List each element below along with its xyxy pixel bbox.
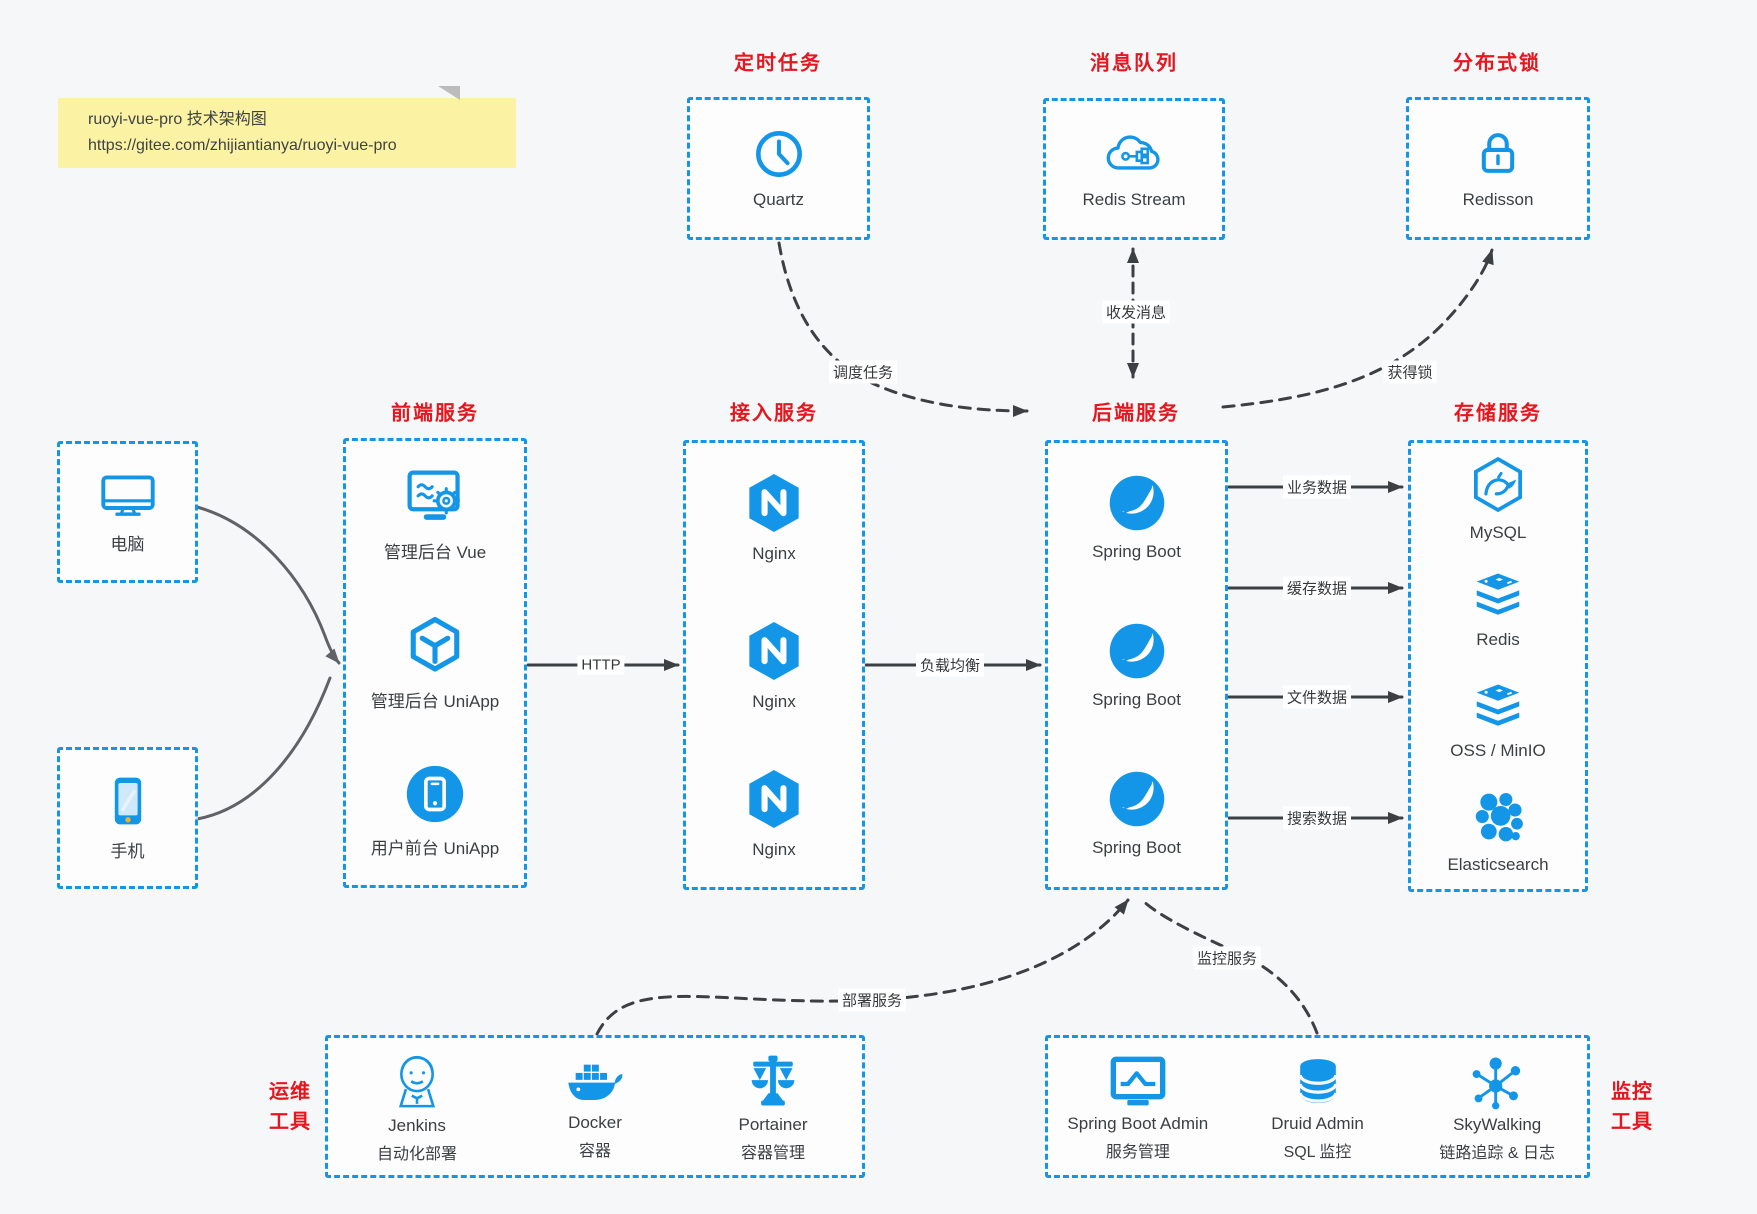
box-monitor-tools: Spring Boot Admin 服务管理 Druid Admin SQL 监… bbox=[1045, 1035, 1590, 1178]
node-elasticsearch: Elasticsearch bbox=[1411, 778, 1585, 890]
monitor-chart-icon bbox=[1107, 1054, 1169, 1110]
edge-pc-to-frontend bbox=[195, 505, 341, 665]
box-frontend: 管理后台 Vue 管理后台 UniApp 用户前台 UniApp bbox=[343, 438, 527, 888]
note-title: ruoyi-vue-pro 技术架构图 bbox=[88, 111, 267, 129]
box-storage: MySQL Redis bbox=[1408, 440, 1588, 892]
node-phone: 手机 bbox=[60, 750, 195, 886]
node-admin-vue: 管理后台 Vue bbox=[346, 441, 524, 589]
node-pc: 电脑 bbox=[60, 444, 195, 580]
node-redisson: Redisson bbox=[1409, 100, 1587, 237]
jenkins-icon bbox=[388, 1052, 446, 1112]
box-scheduler: Quartz bbox=[687, 97, 870, 240]
box-lock: Redisson bbox=[1406, 97, 1590, 240]
database-icon bbox=[1290, 1054, 1346, 1110]
elasticsearch-icon bbox=[1469, 791, 1527, 846]
edge-label-messages: 收发消息 bbox=[1101, 300, 1171, 324]
tool-portainer: Portainer 容器管理 bbox=[684, 1038, 862, 1175]
spring-boot-icon bbox=[1107, 769, 1167, 829]
tool-spring-boot-admin: Spring Boot Admin 服务管理 bbox=[1048, 1038, 1228, 1175]
cloud-stream-icon bbox=[1103, 129, 1165, 181]
title-mq: 消息队列 bbox=[1090, 52, 1178, 75]
nginx-icon bbox=[745, 471, 803, 535]
admin-console-icon bbox=[402, 467, 468, 529]
title-ops-tools: 运维 工具 bbox=[269, 1081, 311, 1133]
spring-boot-icon bbox=[1107, 473, 1167, 533]
edge-label-biz-data: 业务数据 bbox=[1282, 475, 1352, 499]
note-fold-corner bbox=[438, 86, 460, 100]
box-backend: Spring Boot Spring Boot Spring Boot bbox=[1045, 440, 1228, 890]
node-nginx-3: Nginx bbox=[686, 739, 862, 887]
node-redis: Redis bbox=[1411, 555, 1585, 667]
box-phone: 手机 bbox=[57, 747, 198, 889]
title-monitor-tools: 监控 工具 bbox=[1611, 1081, 1653, 1133]
edge-label-load-balance: 负载均衡 bbox=[915, 653, 985, 677]
mobile-app-circle-icon bbox=[404, 763, 466, 825]
docker-icon bbox=[563, 1055, 627, 1109]
box-mq: Redis Stream bbox=[1043, 98, 1225, 240]
title-storage: 存储服务 bbox=[1454, 402, 1542, 425]
title-lock: 分布式锁 bbox=[1453, 52, 1541, 75]
node-nginx-1: Nginx bbox=[686, 443, 862, 591]
note-url: https://gitee.com/zhijiantianya/ruoyi-vu… bbox=[88, 137, 397, 154]
mysql-icon bbox=[1467, 455, 1529, 514]
edge-label-file-data: 文件数据 bbox=[1282, 685, 1352, 709]
title-frontend: 前端服务 bbox=[391, 402, 479, 425]
nginx-icon bbox=[745, 619, 803, 683]
edge-label-cache-data: 缓存数据 bbox=[1282, 576, 1352, 600]
phone-icon bbox=[104, 774, 152, 828]
title-backend: 后端服务 bbox=[1092, 402, 1180, 425]
edge-label-acquire-lock: 获得锁 bbox=[1383, 360, 1437, 384]
node-mysql: MySQL bbox=[1411, 443, 1585, 555]
node-springboot-2: Spring Boot bbox=[1048, 591, 1225, 739]
box-pc: 电脑 bbox=[57, 441, 198, 583]
tool-docker: Docker 容器 bbox=[506, 1038, 684, 1175]
node-springboot-1: Spring Boot bbox=[1048, 443, 1225, 591]
node-user-uniapp: 用户前台 UniApp bbox=[346, 737, 524, 885]
edge-deploy-service bbox=[595, 898, 1130, 1036]
edge-schedule-task bbox=[777, 241, 1029, 417]
title-scheduler: 定时任务 bbox=[734, 52, 822, 75]
node-quartz: Quartz bbox=[690, 100, 867, 237]
object-storage-icon bbox=[1468, 682, 1528, 732]
box-ops-tools: Jenkins 自动化部署 Docker 容器 bbox=[325, 1035, 865, 1178]
edge-label-schedule: 调度任务 bbox=[828, 360, 898, 384]
box-gateway: Nginx Nginx Nginx bbox=[683, 440, 865, 890]
tool-jenkins: Jenkins 自动化部署 bbox=[328, 1038, 506, 1175]
edge-label-deploy: 部署服务 bbox=[837, 988, 907, 1012]
redis-icon bbox=[1468, 571, 1528, 621]
node-redis-stream: Redis Stream bbox=[1046, 101, 1222, 237]
desktop-icon bbox=[98, 469, 158, 521]
sticky-note: ruoyi-vue-pro 技术架构图 https://gitee.com/zh… bbox=[58, 86, 516, 168]
title-gateway: 接入服务 bbox=[730, 402, 818, 425]
uniapp-cube-icon bbox=[405, 615, 465, 678]
edge-label-search-data: 搜索数据 bbox=[1282, 806, 1352, 830]
network-graph-icon bbox=[1468, 1053, 1526, 1111]
node-oss-minio: OSS / MinIO bbox=[1411, 666, 1585, 778]
tool-druid-admin: Druid Admin SQL 监控 bbox=[1228, 1038, 1408, 1175]
lock-icon bbox=[1471, 127, 1525, 181]
node-springboot-3: Spring Boot bbox=[1048, 739, 1225, 887]
nginx-icon bbox=[745, 767, 803, 831]
edge-label-monitoring: 监控服务 bbox=[1192, 946, 1262, 970]
scales-icon bbox=[744, 1053, 802, 1111]
node-admin-uniapp: 管理后台 UniApp bbox=[346, 589, 524, 737]
node-nginx-2: Nginx bbox=[686, 591, 862, 739]
edge-acquire-lock bbox=[1221, 248, 1494, 409]
clock-icon bbox=[752, 127, 806, 181]
edge-label-http: HTTP bbox=[577, 655, 625, 675]
spring-boot-icon bbox=[1107, 621, 1167, 681]
tool-skywalking: SkyWalking 链路追踪 & 日志 bbox=[1407, 1038, 1587, 1175]
edge-phone-to-frontend bbox=[195, 676, 332, 821]
